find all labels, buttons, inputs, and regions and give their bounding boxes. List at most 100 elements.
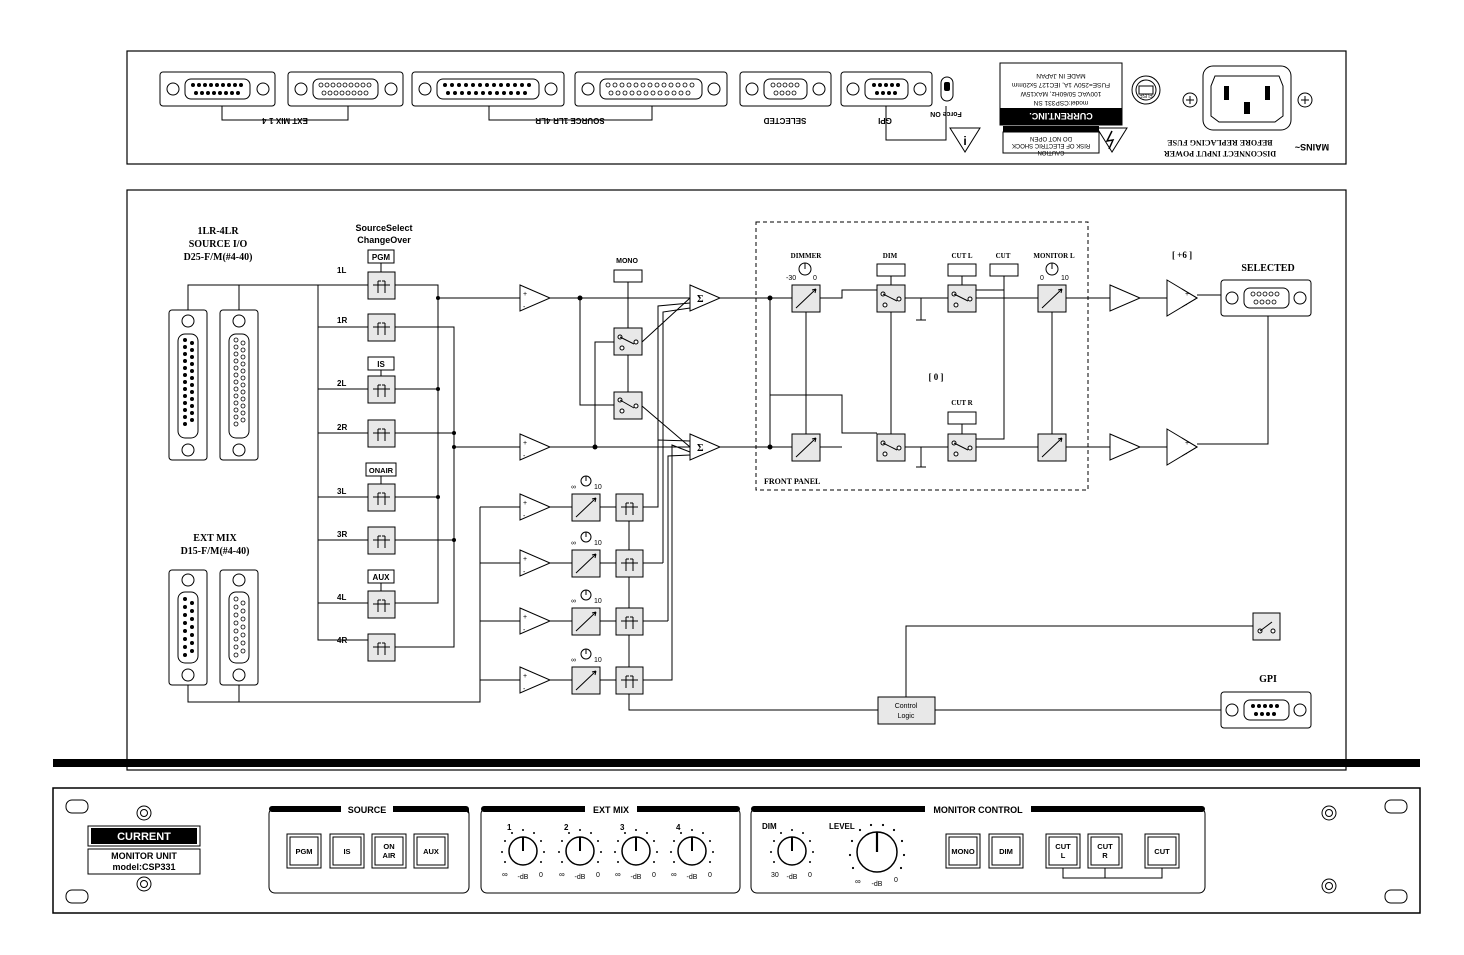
onair-group-label: ONAIR [365, 462, 397, 477]
svg-text:+: + [523, 291, 527, 298]
ext-switch-2 [615, 549, 644, 578]
ext-knob-1[interactable]: 1 ∞ -dB 0 [501, 823, 545, 881]
source-io-title-2: SOURCE I/O [189, 239, 248, 250]
ext-mix-title-1: EXT MIX [193, 533, 237, 544]
svg-text:10: 10 [594, 657, 602, 664]
rack-slot-icon [65, 799, 89, 814]
svg-text:AUX: AUX [423, 847, 439, 856]
cut-switch-l [947, 284, 977, 313]
is-button[interactable]: IS [329, 833, 365, 869]
aux-button[interactable]: AUX [413, 833, 449, 869]
gain-zero-label: [ 0 ] [929, 372, 944, 382]
svg-text:Control: Control [895, 703, 918, 710]
ext-mix-front-title: EXT MIX [593, 805, 629, 815]
svg-text:+: + [523, 614, 527, 621]
svg-text:CUT: CUT [1154, 847, 1170, 856]
brand-front: CURRENT [117, 831, 171, 843]
lightning-icon [1105, 130, 1115, 150]
fuse-label: FUSE [1139, 92, 1153, 98]
svg-text:4R: 4R [337, 636, 347, 645]
source-rear-label: SOURCE 1LR-4LR [535, 116, 605, 125]
block-diagram: 1LR-4LR SOURCE I/O D25-F/M(#4-40) EXT MI… [126, 189, 1347, 771]
svg-text:+: + [1185, 291, 1189, 298]
source-l-amp: +- [519, 284, 552, 312]
svg-text:-: - [1185, 451, 1188, 458]
caution-line-1: CAUTION [1038, 149, 1065, 155]
model-line-2: model:CSP331 [112, 862, 175, 872]
ext-knob-4[interactable]: 4 ∞ -dB 0 [670, 823, 714, 881]
ext-level-1: ∞10 [571, 475, 602, 522]
ext-switch-1 [615, 493, 644, 522]
source-select-title-2: ChangeOver [357, 235, 411, 245]
svg-text:-dB: -dB [872, 881, 883, 888]
monitor-level-l [1037, 284, 1067, 313]
level-knob[interactable]: LEVEL ∞ -dB 0 [829, 822, 906, 888]
svg-text:-: - [523, 627, 526, 634]
svg-text:PGM: PGM [295, 847, 312, 856]
svg-text:+: + [523, 500, 527, 507]
dimmer-l [791, 284, 821, 313]
ext-knob-2[interactable]: 2 ∞ -dB 0 [558, 823, 602, 881]
ext-mix-connector-male [287, 71, 404, 107]
svg-text:Σ: Σ [697, 443, 704, 454]
svg-text:-: - [523, 304, 526, 311]
svg-text:∞: ∞ [571, 484, 576, 491]
svg-text:ON: ON [383, 842, 394, 851]
screw-icon [1321, 805, 1337, 821]
force-on-switch [940, 76, 954, 102]
svg-text:2R: 2R [337, 423, 347, 432]
svg-text:0: 0 [894, 877, 898, 884]
cut-front-button[interactable]: CUT [1144, 833, 1180, 869]
spec-line-3: FUSE=250V 1A, IEC127 5x20mm [1012, 81, 1110, 88]
d15-male-connector [219, 569, 259, 686]
dimmer-min: -30 [786, 275, 796, 282]
selected-db9 [1220, 279, 1312, 317]
source-connector-female [411, 71, 565, 107]
svg-text:-dB: -dB [631, 874, 642, 881]
cut-button [989, 263, 1019, 277]
source-select-title-1: SourceSelect [355, 223, 412, 233]
svg-text:∞: ∞ [571, 598, 576, 605]
dim-knob[interactable]: DIM 30 -dB 0 [762, 822, 814, 881]
mono-label: MONO [616, 258, 638, 265]
caution-exclamation-icon [949, 127, 981, 153]
ext-switch-4 [615, 666, 644, 695]
cut-l-front-button[interactable]: CUT L [1045, 833, 1081, 869]
svg-text:MONO: MONO [951, 847, 974, 856]
svg-text:0: 0 [652, 872, 656, 879]
mono-button[interactable]: MONO [945, 833, 981, 869]
mono-switch-r [613, 391, 643, 420]
svg-text:2: 2 [564, 823, 569, 832]
svg-text:1: 1 [507, 823, 512, 832]
source-section: SOURCE [268, 803, 470, 894]
dim-label: DIM [883, 252, 898, 260]
svg-text:L: L [1061, 851, 1066, 860]
svg-text:1L: 1L [337, 266, 346, 275]
cut-r-front-button[interactable]: CUT R [1087, 833, 1123, 869]
gpi-db9 [1220, 691, 1312, 729]
d15-female-connector [168, 569, 208, 686]
channel-3r: 3R [337, 526, 396, 555]
svg-text:AIR: AIR [383, 851, 397, 860]
svg-text:3L: 3L [337, 487, 346, 496]
model-line-1: MONITOR UNIT [111, 851, 177, 861]
ext-level-2: ∞10 [571, 531, 602, 578]
svg-text:2L: 2L [337, 379, 346, 388]
svg-text:-: - [523, 569, 526, 576]
ext-amp-2: +- [519, 549, 552, 577]
ext-mix-title-2: D15-F/M(#4-40) [181, 546, 250, 557]
svg-text:3: 3 [620, 823, 625, 832]
pgm-button[interactable]: PGM [286, 833, 322, 869]
svg-text:CUT: CUT [1097, 842, 1113, 851]
gpi-rear-label: GPI [878, 116, 892, 125]
dim-button[interactable]: DIM [988, 833, 1024, 869]
spec-line-4: MADE IN JAPAN [1036, 72, 1086, 79]
on-air-button[interactable]: ON AIR [371, 833, 407, 869]
ext-switch-3 [615, 607, 644, 636]
screw-icon [136, 805, 152, 821]
spec-line-1: model:CSP331 SN [1033, 99, 1088, 106]
ext-knob-3[interactable]: 3 ∞ -dB 0 [614, 823, 658, 881]
ext-mix-rear-label: EXT MIX 1-4 [262, 116, 308, 125]
monitor-control-title: MONITOR CONTROL [933, 805, 1023, 815]
